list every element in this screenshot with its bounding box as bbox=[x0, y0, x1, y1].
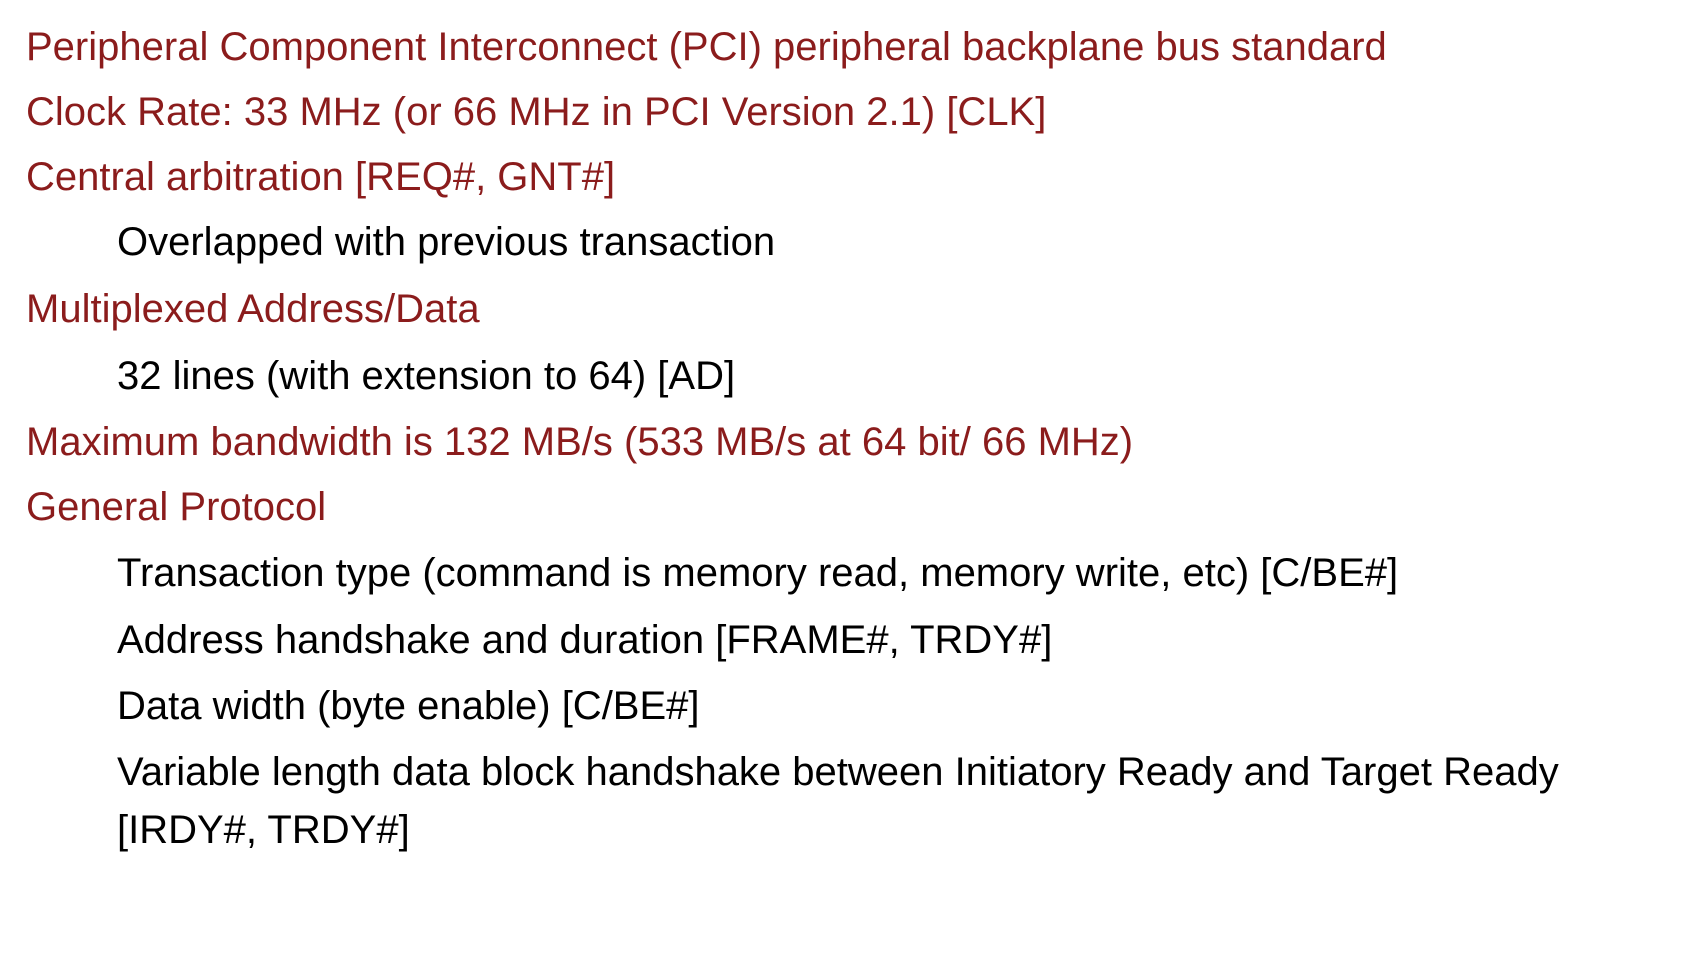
subbullet-data-width: Data width (byte enable) [C/BE#] bbox=[117, 684, 700, 728]
bullet-pci-standard: Peripheral Component Interconnect (PCI) … bbox=[26, 25, 1387, 69]
bullet-max-bandwidth: Maximum bandwidth is 132 MB/s (533 MB/s … bbox=[26, 420, 1134, 464]
bullet-general-protocol: General Protocol bbox=[26, 485, 327, 529]
subbullet-32-lines: 32 lines (with extension to 64) [AD] bbox=[117, 354, 736, 398]
subbullet-transaction-type: Transaction type (command is memory read… bbox=[117, 551, 1399, 595]
bullet-multiplexed: Multiplexed Address/Data bbox=[26, 287, 480, 331]
subbullet-overlapped: Overlapped with previous transaction bbox=[117, 220, 776, 264]
subbullet-variable-length: Variable length data block handshake bet… bbox=[117, 750, 1559, 852]
bullet-clock-rate: Clock Rate: 33 MHz (or 66 MHz in PCI Ver… bbox=[26, 90, 1047, 134]
subbullet-address-handshake: Address handshake and duration [FRAME#, … bbox=[117, 618, 1053, 662]
bullet-central-arbitration: Central arbitration [REQ#, GNT#] bbox=[26, 155, 616, 199]
